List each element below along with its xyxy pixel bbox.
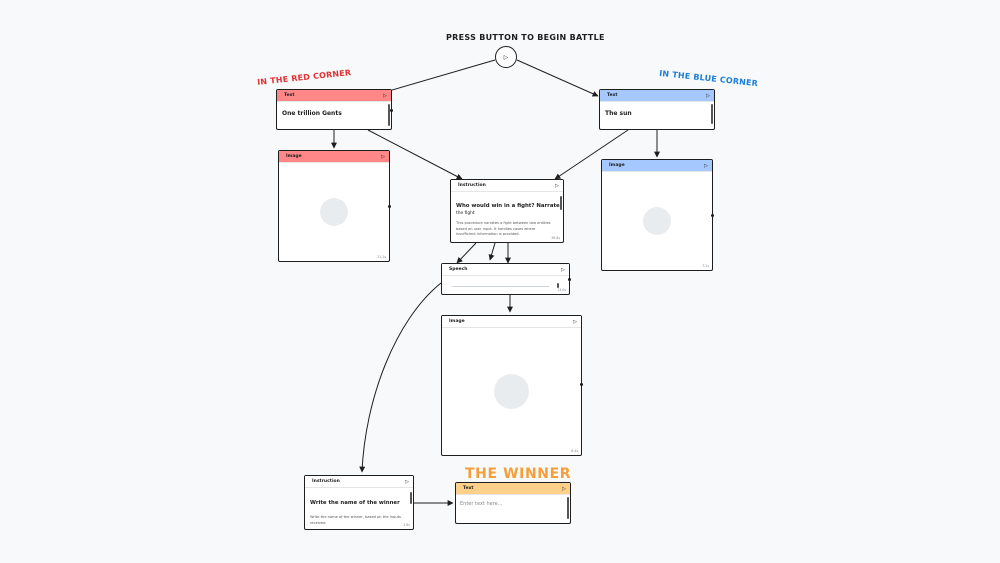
output-port[interactable]: [711, 214, 714, 217]
run-icon[interactable]: ▷: [381, 153, 385, 160]
run-icon[interactable]: ▷: [573, 318, 577, 325]
node-header: Text ▷: [456, 483, 570, 495]
play-icon: ▷: [503, 53, 509, 61]
fight-image-node[interactable]: Image ▷ 8.4s: [441, 315, 583, 456]
node-type-label: Text: [607, 93, 618, 98]
image-placeholder-icon: [320, 198, 348, 226]
instruction-description: This procedure narrates a fight between …: [456, 221, 551, 236]
wire-speech-to-winner-instruction: [359, 282, 442, 473]
duration-label: 21.1s: [377, 255, 386, 259]
audio-progress-track[interactable]: [452, 286, 549, 287]
battle-headline: PRESS BUTTON TO BEGIN BATTLE: [446, 33, 605, 42]
wire-start-to-blue: [516, 59, 599, 97]
blue-image-node[interactable]: Image ▷ 7.1s: [601, 159, 714, 271]
red-image-node[interactable]: Image ▷ 21.1s: [278, 150, 391, 262]
start-battle-button[interactable]: ▷: [495, 46, 517, 68]
blue-text-node[interactable]: Text ▷ The sun: [599, 89, 715, 130]
image-placeholder-icon: [494, 374, 529, 409]
speech-node[interactable]: Speech ▷ 13.0s: [441, 263, 571, 295]
node-header: Text ▷: [600, 90, 714, 102]
winner-text-input[interactable]: Enter text here...: [460, 501, 503, 507]
node-type-label: Image: [609, 163, 625, 168]
node-type-label: Text: [284, 93, 295, 98]
winner-label: THE WINNER: [465, 466, 572, 482]
node-type-label: Speech: [449, 267, 468, 272]
duration-label: 3.6s: [403, 523, 410, 527]
red-corner-label: IN THE RED CORNER: [256, 68, 352, 87]
scrollbar[interactable]: [410, 492, 412, 504]
text-value[interactable]: One trillion Gents: [282, 110, 342, 117]
node-type-label: Instruction: [458, 183, 486, 188]
output-port[interactable]: [568, 278, 571, 281]
run-icon[interactable]: ▷: [562, 485, 566, 492]
node-type-label: Image: [449, 319, 465, 324]
node-header: Instruction ▷: [451, 180, 563, 192]
wire-instruction-to-speech-a: [456, 242, 477, 264]
output-port[interactable]: [390, 109, 393, 112]
instruction-title[interactable]: Write the name of the winner: [310, 500, 400, 506]
scrollbar[interactable]: [567, 497, 569, 519]
battle-instruction-node[interactable]: Instruction ▷ Who would win in a fight? …: [450, 179, 564, 243]
node-type-label: Text: [463, 486, 474, 491]
output-port[interactable]: [580, 383, 583, 386]
instruction-description: Write the name of the winner, based on t…: [310, 515, 401, 525]
run-icon[interactable]: ▷: [704, 162, 708, 169]
scrollbar[interactable]: [560, 196, 562, 210]
output-port[interactable]: [388, 205, 391, 208]
duration-label: 36.8s: [551, 236, 560, 240]
run-icon[interactable]: ▷: [405, 478, 409, 485]
node-type-label: Image: [286, 154, 302, 159]
node-type-label: Instruction: [312, 479, 340, 484]
run-icon[interactable]: ▷: [561, 266, 565, 273]
winner-text-node[interactable]: Text ▷ Enter text here...: [455, 482, 571, 524]
image-placeholder-icon: [643, 207, 671, 235]
duration-label: 13.0s: [557, 288, 566, 292]
node-header: Text ▷: [277, 90, 391, 102]
red-text-node[interactable]: Text ▷ One trillion Gents: [276, 89, 393, 130]
instruction-subtitle[interactable]: the fight: [456, 211, 475, 216]
duration-label: 8.4s: [571, 449, 578, 453]
wire-instruction-to-speech-b: [488, 242, 496, 261]
scrollbar[interactable]: [388, 104, 390, 126]
node-header: Speech ▷: [442, 264, 569, 276]
blue-corner-label: IN THE BLUE CORNER: [658, 68, 759, 89]
node-header: Instruction ▷: [305, 476, 413, 488]
node-header: Image ▷: [442, 316, 581, 328]
instruction-title[interactable]: Who would win in a fight? Narrate: [456, 203, 560, 209]
run-icon[interactable]: ▷: [555, 182, 559, 189]
run-icon[interactable]: ▷: [383, 92, 387, 99]
duration-label: 7.1s: [702, 264, 709, 268]
scrollbar[interactable]: [711, 104, 713, 124]
audio-volume-handle[interactable]: [557, 283, 559, 288]
winner-instruction-node[interactable]: Instruction ▷ Write the name of the winn…: [304, 475, 414, 530]
node-header: Image ▷: [279, 151, 389, 163]
run-icon[interactable]: ▷: [706, 92, 710, 99]
text-value[interactable]: The sun: [605, 110, 632, 117]
node-header: Image ▷: [602, 160, 712, 172]
